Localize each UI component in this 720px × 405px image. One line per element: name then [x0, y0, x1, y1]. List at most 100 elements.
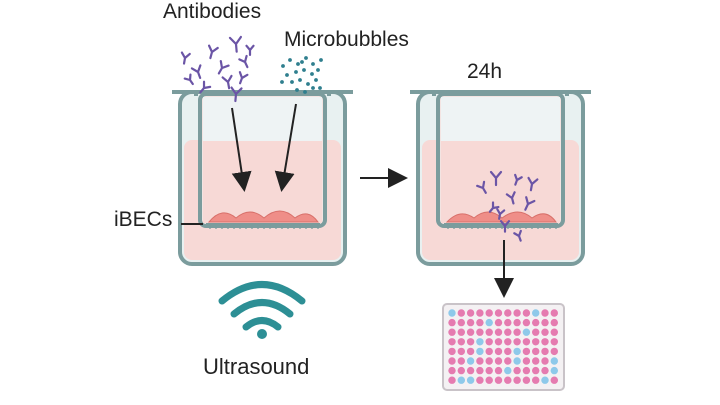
- plate-well: [513, 357, 521, 365]
- plate-well: [541, 357, 549, 365]
- microbubble-icon: [310, 72, 314, 76]
- plate-well: [522, 347, 531, 356]
- cell-layer-left: [207, 210, 319, 223]
- plate-well: [513, 347, 521, 356]
- plate-well: [541, 366, 549, 375]
- plate-well: [457, 347, 465, 356]
- microbubble-icon: [316, 68, 320, 72]
- plate-well: [494, 309, 503, 317]
- plate-well: [522, 338, 531, 346]
- microbubble-icon: [281, 64, 285, 68]
- plate-well: [513, 376, 521, 384]
- plate-well: [476, 318, 484, 327]
- plate-well: [550, 338, 558, 346]
- plate-well: [522, 366, 531, 375]
- antibodies-label: Antibodies: [163, 0, 262, 23]
- plate-well: [550, 357, 558, 365]
- plate-well: [466, 366, 475, 375]
- plate-well: [476, 328, 484, 336]
- plate-well: [522, 357, 531, 365]
- antibody-icon: [245, 44, 255, 56]
- microbubbles-label: Microbubbles: [284, 28, 409, 51]
- microbubble-icon: [302, 68, 306, 72]
- microbubble-icon: [280, 80, 284, 84]
- plate-well: [504, 328, 512, 336]
- plate-well: [466, 318, 475, 327]
- plate-well: [513, 338, 521, 346]
- plate-well: [485, 357, 493, 365]
- microbubble-arrow: [274, 103, 297, 192]
- plate-well: [485, 376, 493, 384]
- plate-well: [494, 347, 503, 356]
- plate-well: [522, 376, 531, 384]
- microbubble-icon: [311, 62, 315, 66]
- antibody-icon: [505, 191, 516, 205]
- antibody-icon: [190, 64, 202, 80]
- antibody-icon: [527, 176, 539, 192]
- plate-well: [513, 328, 521, 336]
- plate-well: [485, 318, 493, 327]
- antibody-icon: [238, 54, 249, 69]
- plate-well: [513, 366, 521, 375]
- plate-well: [457, 357, 465, 365]
- antibody-icon: [489, 170, 503, 187]
- antibody-icon: [524, 196, 536, 211]
- plate-well: [466, 309, 475, 317]
- microbubble-icon: [318, 86, 322, 90]
- antibody-icon: [476, 180, 487, 194]
- plate-well: [485, 328, 493, 336]
- plate-well: [541, 347, 549, 356]
- plate-well: [485, 347, 493, 356]
- microbubble-icon: [294, 70, 298, 74]
- antibody-icon: [217, 59, 230, 75]
- microbubble-icon: [306, 82, 310, 86]
- plate-well: [504, 357, 512, 365]
- plate-well: [532, 376, 540, 384]
- antibody-icon: [238, 71, 249, 85]
- plate-well: [513, 318, 521, 327]
- plate-well: [466, 376, 475, 384]
- plate-well: [485, 309, 493, 317]
- microbubble-icon: [285, 73, 289, 77]
- plate-well: [532, 347, 540, 356]
- antibody-icon: [180, 35, 255, 103]
- plate-well: [494, 366, 503, 375]
- plate-well: [550, 328, 558, 336]
- plate-well: [457, 366, 465, 375]
- plate-well: [476, 376, 484, 384]
- microbubble-icon: [314, 78, 318, 82]
- plate-well: [550, 366, 558, 375]
- plate-well: [476, 338, 484, 346]
- plate-well: [494, 357, 503, 365]
- plate-well: [476, 357, 484, 365]
- antibody-icon: [514, 173, 523, 186]
- plate-well: [457, 328, 465, 336]
- plate-well: [504, 347, 512, 356]
- microbubble-icon: [319, 58, 323, 62]
- plate-well: [522, 318, 531, 327]
- antibody-icon: [499, 220, 511, 233]
- antibody-icon: [230, 86, 243, 103]
- ultrasound-label: Ultrasound: [203, 354, 310, 379]
- plate-well: [550, 376, 558, 384]
- microbubble-icon: [304, 56, 308, 60]
- plate-well: [532, 338, 540, 346]
- plate-well: [522, 309, 531, 317]
- microbubble-icon: [300, 60, 304, 64]
- plate-well: [485, 338, 493, 346]
- antibody-icon: [488, 201, 500, 213]
- plate-well: [504, 338, 512, 346]
- plate-well: [504, 366, 512, 375]
- antibody-icon: [180, 51, 191, 65]
- plate-well: [494, 376, 503, 384]
- plate-well: [476, 366, 484, 375]
- antibody-icon: [221, 74, 233, 90]
- plate-well: [448, 376, 456, 384]
- plate-well: [448, 318, 456, 327]
- ultrasound-wave-icon: [218, 281, 306, 339]
- microbubble-icon: [296, 62, 300, 66]
- plate-well: [541, 328, 549, 336]
- well-plate-icon: [442, 303, 565, 391]
- plate-well: [541, 318, 549, 327]
- plate-well: [550, 347, 558, 356]
